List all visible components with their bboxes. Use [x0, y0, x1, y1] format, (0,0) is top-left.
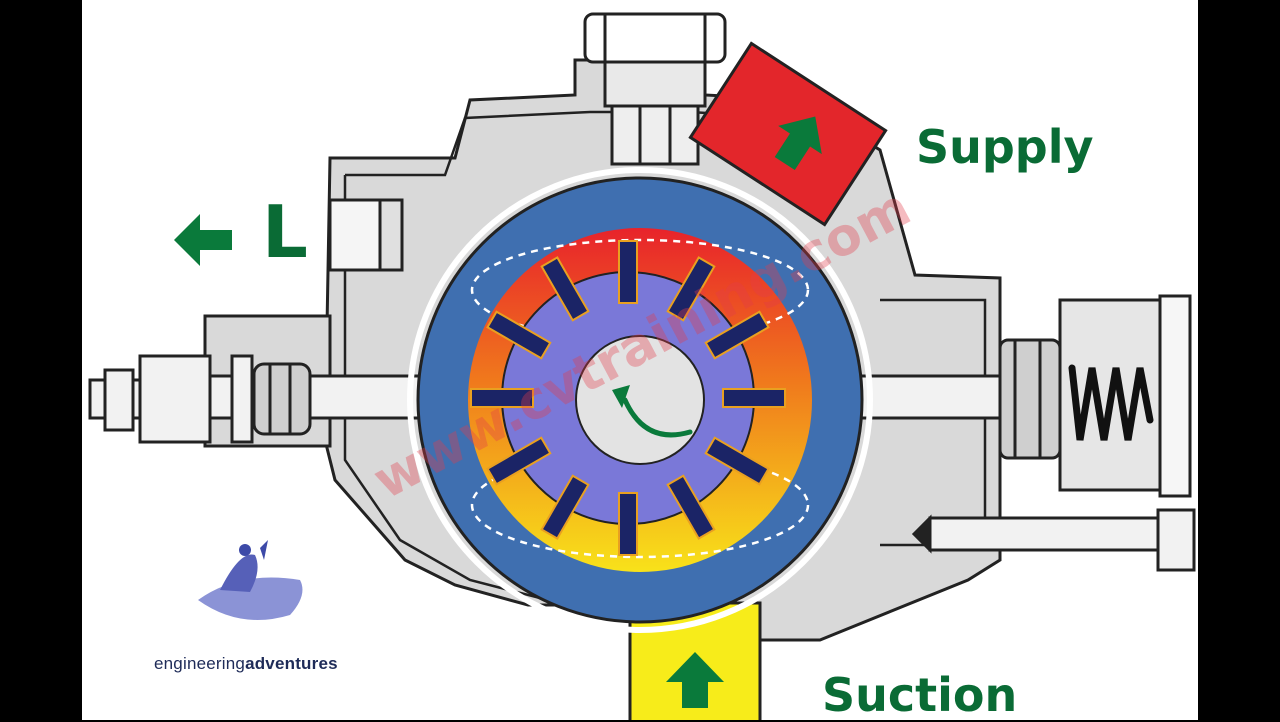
vane: [704, 310, 770, 360]
vane: [540, 474, 590, 540]
lower-right-screw: [911, 508, 1196, 572]
supply-port: [688, 41, 888, 227]
vane: [666, 474, 716, 540]
spring-icon: [1068, 364, 1154, 441]
vanes: [470, 240, 786, 556]
vane: [666, 256, 716, 322]
l-port-bore: [328, 198, 404, 272]
vane: [618, 240, 638, 304]
arrow-up-icon: [774, 116, 822, 171]
logo-wordmark: engineeringadventures: [154, 654, 338, 674]
top-bolt: [583, 12, 727, 166]
vane: [486, 436, 552, 486]
rotation-arrow-icon: [622, 397, 693, 438]
vane: [470, 388, 534, 408]
vane: [704, 436, 770, 486]
suction-label: Suction: [822, 668, 1018, 722]
vane: [722, 388, 786, 408]
vane: [618, 492, 638, 556]
vane: [540, 256, 590, 322]
mascot-logo-icon: [198, 540, 303, 620]
logo-prefix: engineering: [154, 654, 246, 673]
logo-suffix: adventures: [245, 654, 338, 673]
arrow-left-icon: [174, 214, 232, 266]
l-port-label: L: [262, 190, 308, 274]
vane: [486, 310, 552, 360]
arrow-up-icon: [666, 652, 724, 708]
drive-shaft: [575, 335, 705, 465]
left-adjuster: [88, 354, 422, 444]
supply-label: Supply: [916, 120, 1094, 174]
